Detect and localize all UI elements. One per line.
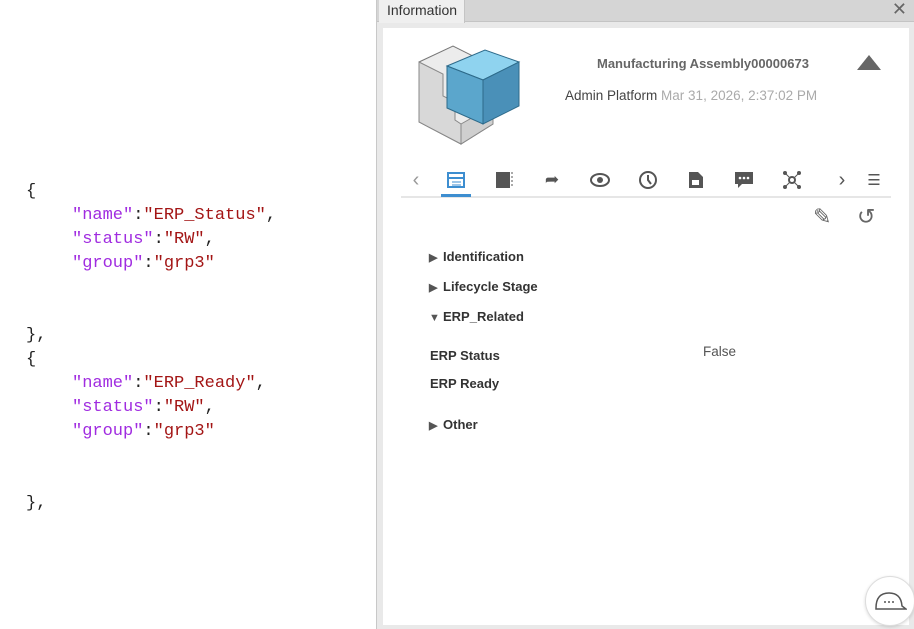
section-other[interactable]: ▶ Other [429,417,478,432]
code-line: "group":"grp3" [72,422,215,441]
section-label: Other [443,417,478,432]
code-line: }, [26,492,46,516]
object-title: Manufacturing Assembly00000673 [597,56,809,71]
section-label: Lifecycle Stage [443,279,538,294]
section-lifecycle-stage[interactable]: ▶ Lifecycle Stage [429,279,538,294]
assistant-button[interactable] [865,576,914,626]
comma: , [204,230,215,249]
document-icon[interactable] [681,166,711,194]
code-line: "group":"grp3" [72,254,215,273]
field-label-erp-status: ERP Status [430,348,500,363]
expand-triangle-icon: ▶ [429,420,438,432]
owner: Admin Platform [565,88,658,103]
bookmark-icon[interactable] [489,166,519,194]
modified-date: Mar 31, 2026, 2:37:02 PM [661,88,818,103]
section-label: Identification [443,249,524,264]
code-line: "name":"ERP_Status", [72,206,277,225]
code-line: { [26,348,36,372]
collapse-header-icon[interactable] [857,55,881,70]
close-icon[interactable]: ✕ [891,0,907,19]
view-icon[interactable] [585,166,615,194]
json-code-snippet: { "name":"ERP_Status", "status":"RW", "g… [26,180,276,513]
json-value: "grp3" [153,422,215,441]
code-line: { [26,180,36,204]
comment-icon[interactable] [729,166,759,194]
comma: , [265,206,277,225]
json-key: "name" [72,374,134,393]
code-line: "status":"RW", [72,230,215,249]
history-icon[interactable] [633,166,663,194]
info-card: Manufacturing Assembly00000673 Admin Pla… [383,28,914,626]
code-line: "name":"ERP_Ready", [72,374,266,393]
scroll-left-icon[interactable]: ‹ [412,168,420,191]
information-panel: Information ✕ Manufacturing Assembly0000… [376,0,914,629]
expand-triangle-icon: ▶ [429,282,438,294]
comma: , [255,374,266,393]
brace: }, [26,326,47,345]
json-key: "name" [72,206,134,225]
section-erp-related[interactable]: ▼ERP_Related [429,309,524,324]
section-identification[interactable]: ▶ Identification [429,249,524,264]
scroll-right-icon[interactable]: › [838,168,846,191]
field-label-erp-ready: ERP Ready [430,376,500,391]
expand-triangle-icon: ▶ [429,252,438,264]
json-value: "RW" [163,398,205,417]
properties-icon[interactable] [441,166,471,197]
brace: { [26,182,37,201]
menu-list-icon[interactable]: ☰ [867,172,881,189]
json-key: "group" [72,254,144,273]
assembly-thumbnail-icon [418,45,521,145]
share-icon[interactable]: ➦ [544,170,560,189]
json-value: "ERP_Ready" [143,374,256,393]
json-key: "status" [72,230,154,249]
panel-tab-bar: Information ✕ [377,0,914,23]
json-value: "ERP_Status" [143,206,266,225]
helmet-chat-icon [875,592,907,610]
code-line: }, [26,324,46,348]
reset-icon[interactable]: ↺ [857,204,876,229]
object-meta: Admin Platform Mar 31, 2026, 2:37:02 PM [565,88,817,103]
info-toolbar: ‹ ➦ › ☰ [401,166,891,198]
json-key: "status" [72,398,154,417]
tab-information[interactable]: Information [379,0,465,23]
edit-pencil-icon[interactable]: ✎ [813,204,832,229]
section-label: ERP_Related [443,309,524,324]
brace: }, [26,494,47,513]
collapse-triangle-icon: ▼ [429,312,440,324]
relations-icon[interactable] [777,166,807,194]
json-value: "grp3" [153,254,215,273]
json-value: "RW" [163,230,205,249]
brace: { [26,350,37,369]
code-line: "status":"RW", [72,398,215,417]
field-value-erp-status[interactable]: False [703,344,737,359]
json-key: "group" [72,422,144,441]
comma: , [204,398,215,417]
